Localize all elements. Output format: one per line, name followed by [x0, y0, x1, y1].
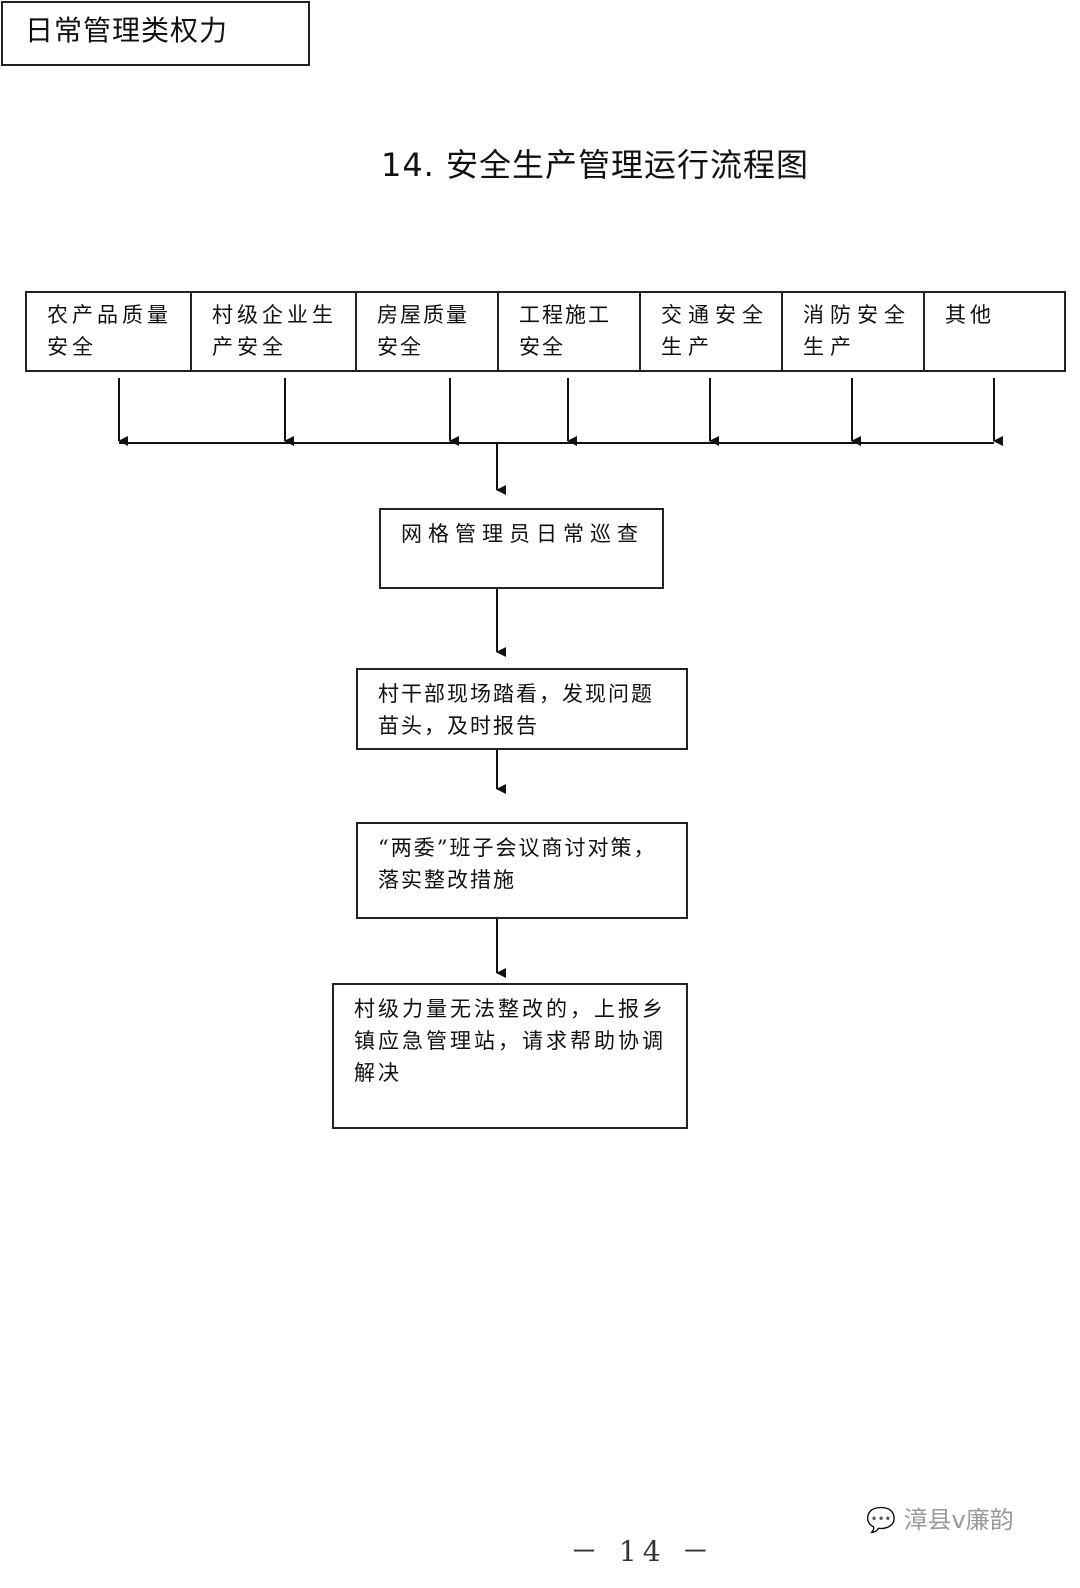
category-box-housing: 房屋质量安全	[355, 291, 499, 372]
category-box-traffic: 交通安全生产	[639, 291, 783, 372]
step-village-inspection: 村干部现场踏看，发现问题苗头，及时报告	[356, 668, 688, 750]
category-box-agri: 农产品质量安全	[25, 291, 192, 372]
category-box-enterprise: 村级企业生产安全	[190, 291, 357, 372]
step-escalate-township: 村级力量无法整改的，上报乡镇应急管理站，请求帮助协调解决	[332, 983, 688, 1129]
watermark: 💬 漳县v廉韵	[866, 1500, 1014, 1535]
page-title: 14. 安全生产管理运行流程图	[380, 146, 810, 184]
wechat-icon: 💬	[866, 1506, 896, 1534]
step-committee-meeting: “两委”班子会议商讨对策，落实整改措施	[356, 822, 688, 919]
page-number: － 14 －	[570, 1535, 716, 1568]
category-header: 日常管理类权力	[1, 1, 310, 66]
category-box-construction: 工程施工安全	[497, 291, 641, 372]
category-box-fire: 消防安全生产	[781, 291, 925, 372]
step-grid-patrol: 网格管理员日常巡查	[379, 508, 664, 589]
watermark-text: 漳县v廉韵	[903, 1506, 1014, 1534]
category-box-other: 其他	[923, 291, 1066, 372]
